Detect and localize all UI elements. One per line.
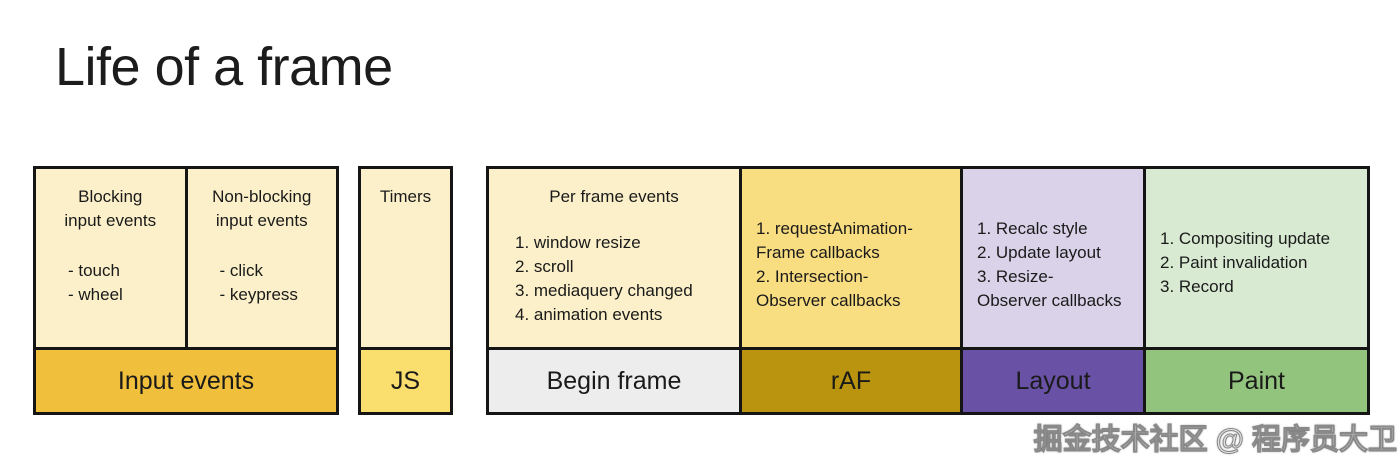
per-frame-events-heading: Per frame events [549, 187, 679, 206]
frame-pipeline-block: Per frame events 1. window resize 2. scr… [486, 166, 1370, 415]
raf-list: 1. requestAnimation- Frame callbacks 2. … [756, 217, 952, 313]
raf-content: 1. requestAnimation- Frame callbacks 2. … [742, 169, 960, 347]
js-content: Timers [361, 169, 450, 347]
paint-label: Paint [1146, 347, 1367, 412]
list-item: 2. Intersection- Observer callbacks [756, 267, 901, 310]
non-blocking-input-column: Non-blocking input events - click - keyp… [184, 169, 337, 347]
list-item: 4. animation events [515, 305, 663, 324]
raf-column: 1. requestAnimation- Frame callbacks 2. … [739, 169, 960, 412]
list-item: 1. Compositing update [1160, 229, 1331, 248]
timers-heading: Timers [379, 187, 432, 206]
list-item: 1. window resize [515, 233, 641, 252]
begin-frame-column: Per frame events 1. window resize 2. scr… [489, 169, 739, 412]
page-title: Life of a frame [55, 37, 393, 97]
layout-column: 1. Recalc style 2. Update layout 3. Resi… [960, 169, 1143, 412]
raf-label: rAF [742, 347, 960, 412]
js-block: Timers JS [358, 166, 453, 415]
list-item: 2. Update layout [977, 243, 1101, 262]
input-events-label: Input events [36, 347, 336, 412]
watermark: 掘金技术社区 @ 程序员大卫 [1033, 424, 1397, 456]
js-label: JS [361, 347, 450, 412]
layout-content: 1. Recalc style 2. Update layout 3. Resi… [963, 169, 1143, 347]
layout-list: 1. Recalc style 2. Update layout 3. Resi… [977, 217, 1137, 313]
layout-label: Layout [963, 347, 1143, 412]
begin-frame-label: Begin frame [489, 347, 739, 412]
list-item: - keypress [219, 285, 298, 304]
list-item: 3. Record [1160, 277, 1234, 296]
blocking-input-column: Blocking input events - touch - wheel [36, 169, 185, 347]
list-item: 3. Resize- Observer callbacks [977, 267, 1122, 310]
list-item: 1. requestAnimation- Frame callbacks [756, 219, 913, 262]
input-events-block: Blocking input events - touch - wheel No… [33, 166, 339, 415]
list-item: 2. Paint invalidation [1160, 253, 1308, 272]
blocking-input-heading: Blocking input events [64, 187, 157, 230]
paint-content: 1. Compositing update 2. Paint invalidat… [1146, 169, 1367, 347]
blocking-input-list: - touch - wheel [36, 259, 185, 307]
timers-column: Timers [361, 169, 450, 347]
list-item: - click [219, 261, 263, 280]
list-item: - touch [68, 261, 120, 280]
paint-list: 1. Compositing update 2. Paint invalidat… [1160, 227, 1361, 299]
paint-column: 1. Compositing update 2. Paint invalidat… [1143, 169, 1367, 412]
list-item: 1. Recalc style [977, 219, 1088, 238]
list-item: 2. scroll [515, 257, 574, 276]
list-item: - wheel [68, 285, 123, 304]
input-events-content: Blocking input events - touch - wheel No… [36, 169, 336, 347]
begin-frame-content: Per frame events 1. window resize 2. scr… [489, 169, 739, 347]
non-blocking-input-heading: Non-blocking input events [212, 187, 312, 230]
non-blocking-input-list: - click - keypress [188, 259, 337, 307]
per-frame-events-list: 1. window resize 2. scroll 3. mediaquery… [489, 231, 739, 327]
list-item: 3. mediaquery changed [515, 281, 693, 300]
